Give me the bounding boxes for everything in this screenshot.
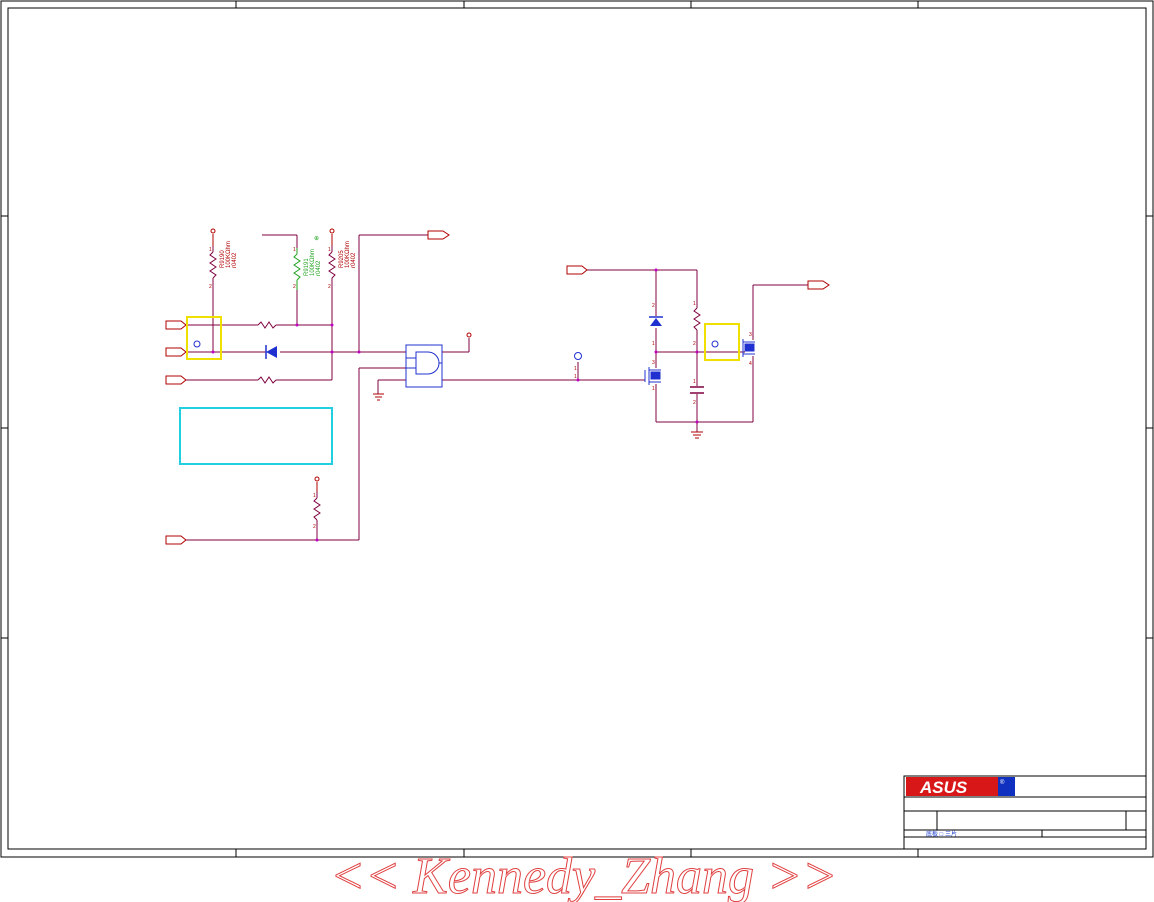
svg-text:2: 2 — [209, 284, 212, 290]
svg-text:R9191: R9191 — [304, 258, 310, 276]
svg-text:2: 2 — [313, 524, 316, 530]
highlight-box-right — [704, 323, 740, 361]
resistor-horizontal-2 — [257, 376, 277, 384]
svg-text:1: 1 — [652, 341, 655, 347]
svg-text:r0402: r0402 — [232, 252, 238, 268]
label-r9205: R9205 100KΩhm r0402 — [339, 241, 357, 268]
diode-horizontal — [265, 345, 277, 359]
svg-text:1: 1 — [693, 301, 696, 307]
svg-text:r0402: r0402 — [316, 260, 322, 276]
resistor-r9190 — [209, 246, 217, 290]
title-block — [903, 775, 1147, 850]
svg-text:3: 3 — [749, 332, 752, 338]
note-box — [179, 407, 333, 465]
connector-out-2 — [807, 280, 830, 290]
label-r9191: R9191 100KΩhm r0402 — [304, 249, 322, 276]
svg-text:100KΩhm: 100KΩhm — [226, 241, 232, 268]
svg-text:2: 2 — [328, 284, 331, 290]
svg-text:R9190: R9190 — [220, 250, 226, 268]
svg-text:2: 2 — [652, 303, 655, 309]
and-gate-ic — [405, 344, 443, 388]
svg-text:100KΩhm: 100KΩhm — [345, 241, 351, 268]
svg-text:100KΩhm: 100KΩhm — [310, 249, 316, 276]
wires-left — [186, 234, 645, 541]
svg-text:1: 1 — [693, 379, 696, 385]
asus-logo: ASUS ® — [906, 777, 1015, 797]
svg-text:2: 2 — [693, 400, 696, 406]
svg-text:ASUS: ASUS — [919, 778, 968, 797]
power-mark-green: ⊕ — [314, 236, 319, 242]
highlight-box-left — [186, 316, 222, 360]
resistor-r9205 — [328, 246, 336, 290]
junctions — [211, 268, 699, 542]
connector-in-5 — [566, 265, 588, 275]
wires-right — [587, 269, 808, 432]
svg-text:1: 1 — [328, 247, 331, 253]
svg-text:3: 3 — [652, 360, 655, 366]
resistor-horizontal-1 — [257, 321, 277, 329]
offpage-connectors — [165, 230, 830, 545]
svg-text:R9205: R9205 — [339, 250, 345, 268]
resistor-bottom — [313, 492, 321, 527]
svg-text:1: 1 — [293, 247, 296, 253]
connector-in-2 — [165, 347, 187, 357]
connector-out-1 — [427, 230, 450, 240]
pin-numbers: 1 2 1 2 1 2 1 2 2 1 1 2 1 2 3 1 3 4 1 1 — [209, 247, 752, 530]
svg-text:®: ® — [1000, 779, 1005, 786]
resistor-r9191 — [293, 248, 301, 290]
power-symbols — [210, 228, 472, 492]
svg-text:r0402: r0402 — [351, 252, 357, 268]
resistor-right — [693, 307, 701, 331]
test-point — [574, 352, 582, 360]
connector-in-1 — [165, 320, 187, 330]
mosfet-q2 — [738, 339, 755, 357]
svg-text:1: 1 — [574, 374, 577, 380]
capacitor — [690, 386, 704, 394]
svg-text:4: 4 — [749, 361, 752, 367]
svg-text:2: 2 — [693, 341, 696, 347]
diode-vertical — [649, 316, 663, 326]
svg-text:1: 1 — [652, 386, 655, 392]
svg-text:1: 1 — [313, 493, 316, 499]
connector-in-4 — [165, 535, 187, 545]
label-r9190: R9190 100KΩhm r0402 — [220, 241, 238, 268]
mosfet-q1 — [644, 367, 661, 385]
title-block-footer: 底板 □ 三片 — [926, 830, 957, 838]
sheet-frame — [0, 0, 1154, 858]
ground-symbols — [373, 393, 703, 439]
svg-text:2: 2 — [293, 284, 296, 290]
svg-text:1: 1 — [574, 366, 577, 372]
connector-in-3 — [165, 375, 187, 385]
watermark-text: << Kennedy_Zhang >> — [330, 848, 837, 902]
svg-text:1: 1 — [209, 247, 212, 253]
